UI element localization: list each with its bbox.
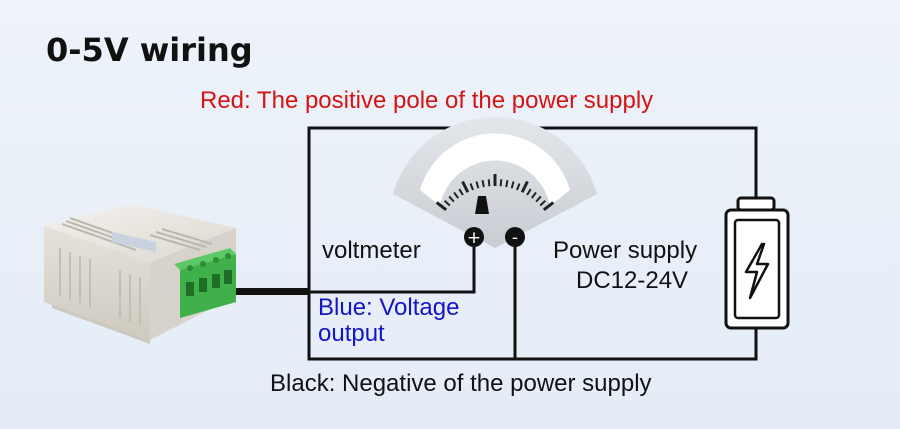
dial-tick bbox=[435, 201, 448, 212]
dial-tick bbox=[505, 179, 509, 188]
minus-terminal-label: - bbox=[512, 228, 518, 248]
blue-wire bbox=[310, 247, 476, 294]
dial-tick bbox=[499, 179, 503, 187]
dial-tick bbox=[542, 201, 555, 212]
blue-wire-label-line2: output bbox=[318, 320, 385, 347]
dial-tick bbox=[458, 188, 464, 196]
power-supply-label: Power supply bbox=[553, 237, 698, 264]
voltmeter-dial-icon bbox=[393, 116, 597, 248]
dial-tick bbox=[481, 179, 485, 188]
dial-tick bbox=[475, 181, 480, 189]
dial-tick bbox=[448, 195, 455, 203]
dial-tick bbox=[487, 179, 491, 187]
dial-tick bbox=[520, 180, 529, 193]
sensor-device-icon bbox=[44, 204, 236, 344]
black-wire-label: Black: Negative of the power supply bbox=[270, 370, 652, 397]
blue-wire-label: Blue: Voltage bbox=[318, 294, 460, 321]
dial-tick bbox=[444, 200, 451, 207]
dial-tick bbox=[453, 191, 460, 199]
dial-ticks bbox=[435, 174, 555, 212]
dial-tick bbox=[510, 181, 515, 189]
black-wire bbox=[307, 292, 758, 361]
voltmeter-minus-terminal: - bbox=[505, 227, 525, 248]
cable-bundle bbox=[234, 288, 310, 295]
red-wire-label: Red: The positive pole of the power supp… bbox=[200, 87, 654, 114]
voltmeter-label: voltmeter bbox=[322, 237, 421, 264]
dial-tick bbox=[469, 183, 474, 191]
dial-tick bbox=[461, 180, 470, 193]
dial-tick bbox=[516, 183, 521, 191]
battery-lightning-icon bbox=[724, 196, 790, 330]
power-supply-voltage-label: DC12-24V bbox=[576, 267, 689, 294]
dial-needle bbox=[475, 196, 489, 214]
dial-tick bbox=[535, 195, 542, 203]
dial-tick bbox=[539, 200, 546, 207]
voltmeter-plus-terminal: + bbox=[464, 227, 484, 248]
page-title: 0-5V wiring bbox=[46, 31, 253, 69]
dial-tick bbox=[530, 191, 537, 199]
dial-tick bbox=[526, 188, 532, 196]
plus-terminal-label: + bbox=[467, 228, 481, 248]
